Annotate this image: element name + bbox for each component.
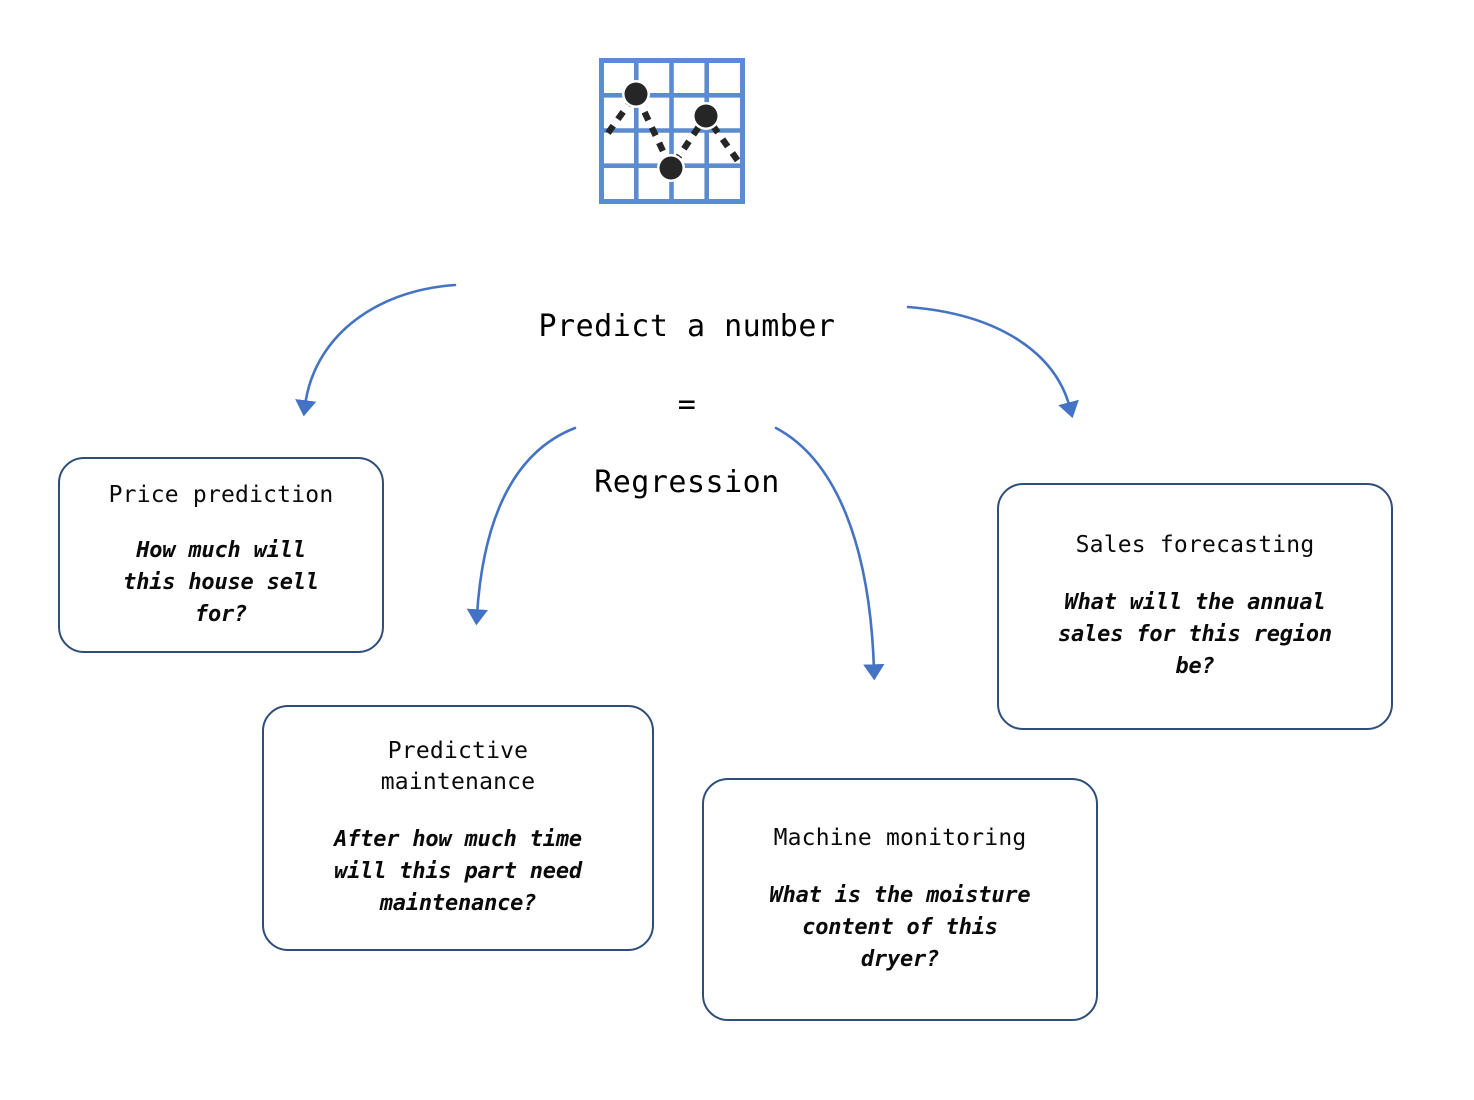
regression-chart-icon	[599, 58, 745, 204]
title-line-predict: Predict a number	[538, 309, 836, 344]
card-machine-monitoring[interactable]: Machine monitoring What is the moisture …	[702, 778, 1098, 1021]
card-sales-forecasting[interactable]: Sales forecasting What will the annual s…	[997, 483, 1393, 730]
card-question: What is the moisture content of this dry…	[769, 883, 1031, 972]
page-title: Predict a number = Regression	[437, 268, 937, 541]
title-line-regression: Regression	[594, 465, 780, 500]
card-question: What will the annual sales for this regi…	[1058, 590, 1332, 679]
card-title: Price prediction	[108, 481, 334, 508]
arrow-to-price-prediction	[295, 283, 457, 417]
card-question: After how much time will this part need …	[334, 827, 582, 916]
card-title: Machine monitoring	[773, 825, 1027, 851]
card-predictive-maintenance[interactable]: Predictive maintenance After how much ti…	[262, 705, 654, 951]
card-price-prediction[interactable]: Price prediction How much will this hous…	[58, 457, 384, 653]
title-line-equals: =	[677, 387, 697, 422]
card-title: Sales forecasting	[1075, 532, 1315, 558]
card-question: How much will this house sell for?	[123, 537, 319, 627]
card-title: Predictive maintenance	[380, 738, 536, 795]
